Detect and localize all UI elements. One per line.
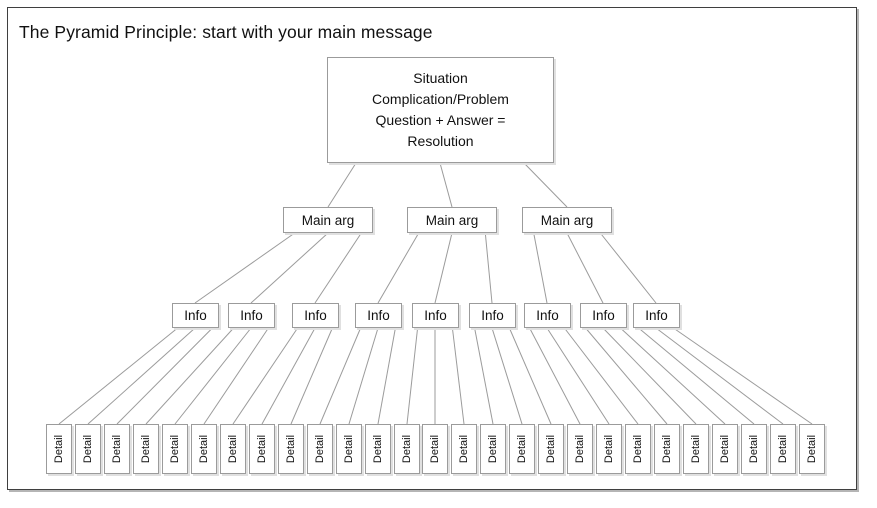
detail-box: Detail [307,424,333,474]
detail-box-label: Detail [661,434,673,464]
detail-box: Detail [422,424,448,474]
main-arg-box-label: Main arg [301,212,355,228]
info-box-label: Info [184,308,207,323]
detail-box: Detail [770,424,796,474]
info-box: Info [412,303,459,328]
detail-box: Detail [75,424,101,474]
main-arg-box-label: Main arg [540,212,594,228]
detail-box: Detail [596,424,622,474]
detail-box: Detail [509,424,535,474]
detail-box: Detail [191,424,217,474]
detail-box-label: Detail [256,434,268,464]
root-box-line: Complication/Problem [372,91,509,107]
info-box-label: Info [424,308,447,323]
main-arg-box: Main arg [407,207,497,233]
info-box: Info [469,303,516,328]
detail-box-label: Detail [458,434,470,464]
detail-box-label: Detail [285,434,297,464]
detail-box-label: Detail [545,434,557,464]
detail-box: Detail [249,424,275,474]
detail-box: Detail [683,424,709,474]
detail-box-label: Detail [777,434,789,464]
detail-box-label: Detail [487,434,499,464]
detail-box: Detail [278,424,304,474]
info-box-label: Info [240,308,263,323]
detail-box-label: Detail [748,434,760,464]
detail-box-label: Detail [140,434,152,464]
root-box-line: Resolution [407,133,474,149]
detail-box-label: Detail [603,434,615,464]
detail-box: Detail [625,424,651,474]
main-arg-box: Main arg [283,207,373,233]
info-box: Info [228,303,275,328]
detail-box-label: Detail [401,434,413,464]
info-box-label: Info [536,308,559,323]
detail-box: Detail [365,424,391,474]
diagram-frame: The Pyramid Principle: start with your m… [7,7,857,490]
main-arg-box: Main arg [522,207,612,233]
info-box-label: Info [481,308,504,323]
detail-box: Detail [104,424,130,474]
detail-box: Detail [567,424,593,474]
info-box: Info [355,303,402,328]
detail-box-label: Detail [227,434,239,464]
info-box-label: Info [645,308,668,323]
detail-box: Detail [451,424,477,474]
detail-box-label: Detail [806,434,818,464]
detail-box: Detail [162,424,188,474]
detail-box-label: Detail [719,434,731,464]
root-box-line: Situation [413,70,468,86]
detail-box-label: Detail [111,434,123,464]
detail-box: Detail [394,424,420,474]
detail-box-label: Detail [574,434,586,464]
info-box: Info [580,303,627,328]
detail-box-label: Detail [632,434,644,464]
info-box-label: Info [592,308,615,323]
detail-box: Detail [654,424,680,474]
detail-box: Detail [133,424,159,474]
detail-box-label: Detail [343,434,355,464]
detail-box-label: Detail [314,434,326,464]
detail-box: Detail [480,424,506,474]
info-box: Info [292,303,339,328]
info-box: Info [172,303,219,328]
detail-box-label: Detail [53,434,65,464]
detail-box: Detail [799,424,825,474]
detail-box-label: Detail [372,434,384,464]
detail-box-label: Detail [82,434,94,464]
detail-box: Detail [336,424,362,474]
detail-box-label: Detail [198,434,210,464]
info-box-label: Info [304,308,327,323]
detail-box-label: Detail [690,434,702,464]
info-box-label: Info [367,308,390,323]
info-box: Info [524,303,571,328]
info-box: Info [633,303,680,328]
diagram-title: The Pyramid Principle: start with your m… [19,22,433,42]
detail-box: Detail [538,424,564,474]
detail-box: Detail [741,424,767,474]
main-arg-box-label: Main arg [425,212,479,228]
detail-box-label: Detail [516,434,528,464]
detail-box-label: Detail [169,434,181,464]
detail-box-label: Detail [429,434,441,464]
detail-box: Detail [220,424,246,474]
root-box-line: Question + Answer = [375,112,506,128]
detail-box: Detail [712,424,738,474]
connector-lines [58,162,813,425]
detail-box: Detail [46,424,72,474]
